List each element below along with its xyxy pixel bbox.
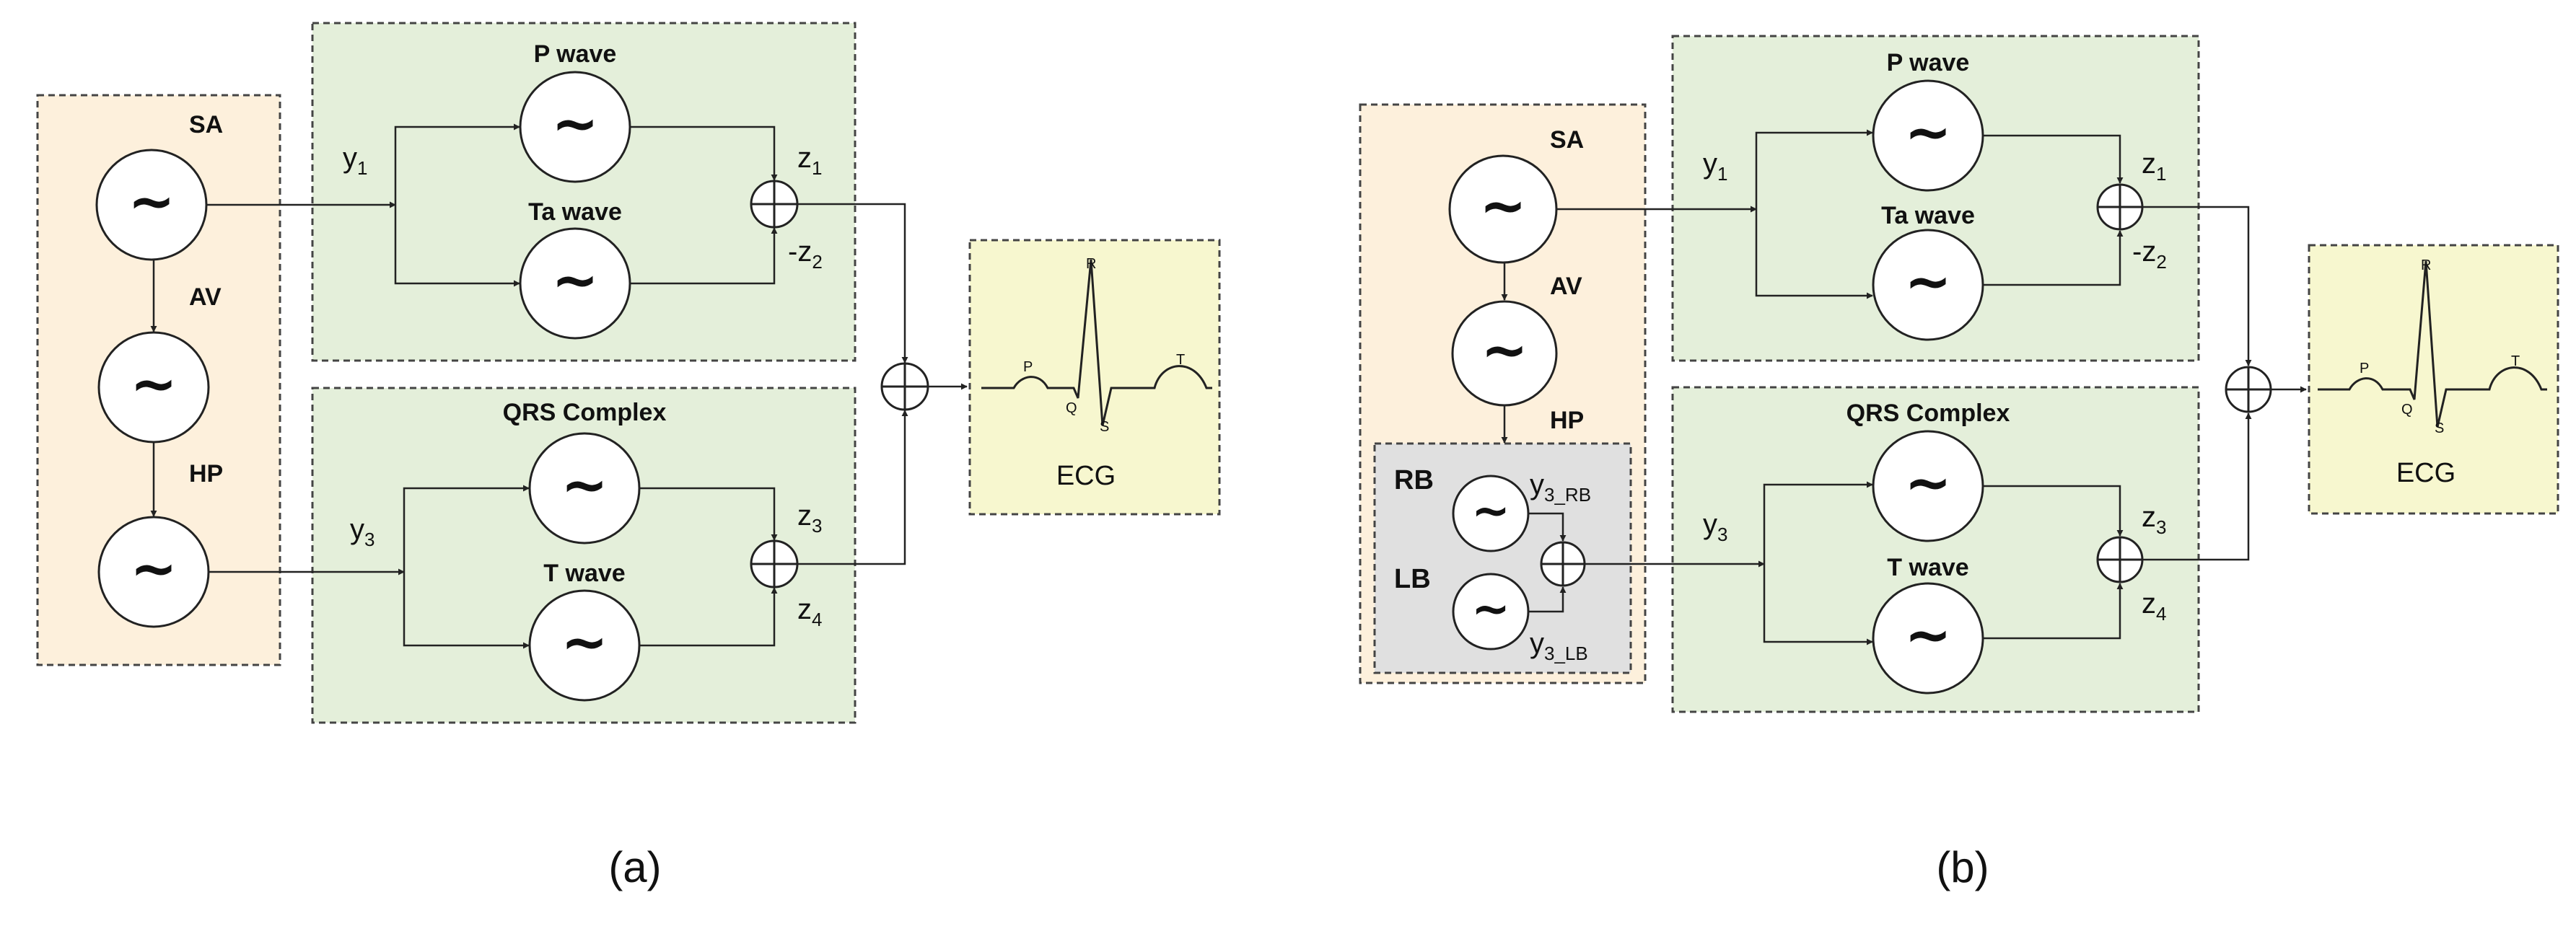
svg-text:S: S [1100, 419, 1109, 435]
sa-label: SA [189, 111, 223, 138]
caption-a: (a) [608, 843, 661, 891]
hp-label: HP [189, 460, 223, 488]
z4-label-b: z4 [2142, 588, 2166, 625]
qrs-oscillator: ~ [528, 432, 641, 544]
svg-text:T: T [1176, 352, 1185, 368]
sa-label-b: SA [1550, 126, 1584, 154]
ecg-trace-b: P R Q S T ECG [2318, 257, 2547, 488]
connections-b [1501, 129, 2307, 645]
svg-text:P: P [2360, 361, 2369, 376]
svg-text:~: ~ [551, 92, 598, 156]
svg-text:~: ~ [130, 537, 177, 601]
y3rb-label: y3_RB [1530, 469, 1591, 506]
lb-oscillator: ~ [1452, 573, 1530, 651]
svg-text:~: ~ [561, 453, 608, 518]
sum-node-ventricular [750, 539, 799, 588]
ecg-panel-a [968, 239, 1221, 516]
svg-text:~: ~ [1481, 318, 1528, 383]
svg-text:~: ~ [128, 169, 175, 234]
sum-node-ventricular-b [2096, 536, 2144, 583]
svg-text:~: ~ [1471, 583, 1510, 636]
z1-label-b: z1 [2142, 148, 2166, 185]
y3-label-b: y3 [1703, 508, 1727, 545]
y3lb-label: y3_LB [1530, 627, 1588, 664]
av-oscillator: ~ [97, 331, 210, 444]
z3-label: z3 [797, 500, 822, 537]
y1-label: y1 [343, 142, 367, 179]
svg-text:S: S [2435, 420, 2444, 436]
panel-b: SA AV HP RB LB ~ ~ ~ ~ ~ ~ [1359, 35, 2559, 891]
sa-oscillator: ~ [95, 149, 208, 261]
qrs-oscillator-b: ~ [1872, 430, 1984, 542]
svg-text:~: ~ [1904, 250, 1951, 314]
ta-wave-label-b: Ta wave [1881, 202, 1975, 229]
p-wave-oscillator-b: ~ [1872, 79, 1984, 192]
av-label-b: AV [1550, 273, 1582, 300]
sa-oscillator-b: ~ [1448, 154, 1558, 264]
panel-a: SA AV HP ~ ~ ~ ~ ~ ~ ~ [36, 22, 1221, 891]
z4-label: z4 [797, 594, 822, 630]
t-wave-label: T wave [543, 560, 625, 587]
connections-a [150, 123, 968, 649]
svg-text:Q: Q [2401, 402, 2413, 418]
svg-text:R: R [1086, 256, 1096, 272]
svg-text:P: P [1023, 359, 1033, 375]
sum-node-output-b [2225, 366, 2272, 413]
caption-b: (b) [1936, 843, 1989, 891]
av-label: AV [189, 283, 222, 311]
t-wave-oscillator: ~ [528, 589, 641, 702]
ecg-label-b: ECG [2396, 458, 2455, 488]
svg-text:Q: Q [1066, 400, 1077, 416]
sum-node-output [880, 362, 929, 411]
av-oscillator-b: ~ [1451, 300, 1558, 407]
sum-node-atrial [750, 180, 799, 229]
y3-label: y3 [350, 513, 374, 550]
y1-label-b: y1 [1703, 148, 1727, 185]
qrs-complex-label-b: QRS Complex [1846, 400, 2010, 427]
ta-wave-oscillator: ~ [519, 227, 631, 340]
p-wave-oscillator: ~ [519, 71, 631, 183]
z2-label-b: -z2 [2132, 236, 2167, 273]
rb-oscillator: ~ [1452, 475, 1530, 552]
svg-text:T: T [2511, 353, 2520, 369]
ta-wave-oscillator-b: ~ [1872, 229, 1984, 341]
qrs-complex-label: QRS Complex [503, 399, 667, 426]
hp-label-b: HP [1550, 407, 1584, 434]
svg-text:~: ~ [1471, 485, 1510, 538]
ecg-trace-a: P R Q S T ECG [981, 256, 1212, 491]
p-wave-label: P wave [534, 40, 617, 68]
svg-text:~: ~ [1904, 100, 1951, 165]
t-wave-oscillator-b: ~ [1872, 582, 1984, 694]
lb-label: LB [1394, 564, 1431, 594]
svg-text:R: R [2421, 257, 2431, 273]
z2-label: -z2 [788, 236, 823, 273]
svg-text:~: ~ [1904, 603, 1951, 668]
svg-text:~: ~ [551, 248, 598, 313]
t-wave-label-b: T wave [1887, 554, 1968, 581]
sum-node-atrial-b [2096, 183, 2144, 231]
svg-text:~: ~ [1904, 451, 1951, 516]
ecg-label-a: ECG [1056, 461, 1116, 491]
ta-wave-label: Ta wave [528, 198, 622, 226]
svg-text:~: ~ [1479, 174, 1526, 239]
p-wave-label-b: P wave [1887, 49, 1970, 76]
rb-label: RB [1394, 465, 1434, 495]
sum-node-bundle [1540, 541, 1586, 587]
hp-oscillator: ~ [97, 516, 210, 628]
svg-text:~: ~ [130, 352, 177, 417]
z1-label: z1 [797, 142, 822, 179]
svg-text:~: ~ [561, 610, 608, 675]
z3-label-b: z3 [2142, 501, 2166, 538]
